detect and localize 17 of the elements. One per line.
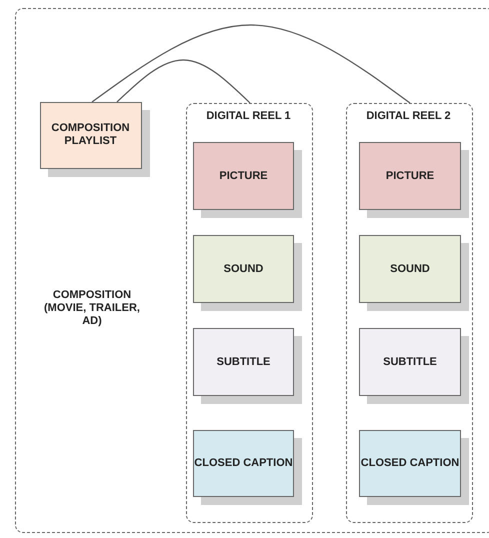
node-label: SOUND [390, 262, 430, 276]
composition-frame [15, 8, 489, 533]
node-label: DIGITAL REEL 1 [205, 110, 292, 122]
node-label: SUBTITLE [383, 356, 437, 368]
node-label: SOUND [224, 262, 264, 276]
reel-frame [186, 102, 312, 522]
node-label: SUBTITLE [216, 356, 270, 368]
node-label: CLOSED CAPTION [360, 457, 460, 470]
node-label: PICTURE [386, 170, 434, 182]
node-label: PICTURE [219, 170, 268, 182]
node-label: CLOSED CAPTION [194, 457, 293, 470]
connector [92, 24, 410, 104]
node-label: COMPOSITION (MOVIE, TRAILER, AD) [43, 289, 141, 328]
node-label: DIGITAL REEL 2 [365, 110, 452, 122]
connector [116, 59, 250, 104]
node-label: COMPOSITION PLAYLIST [50, 122, 131, 148]
reel-frame [346, 102, 472, 522]
